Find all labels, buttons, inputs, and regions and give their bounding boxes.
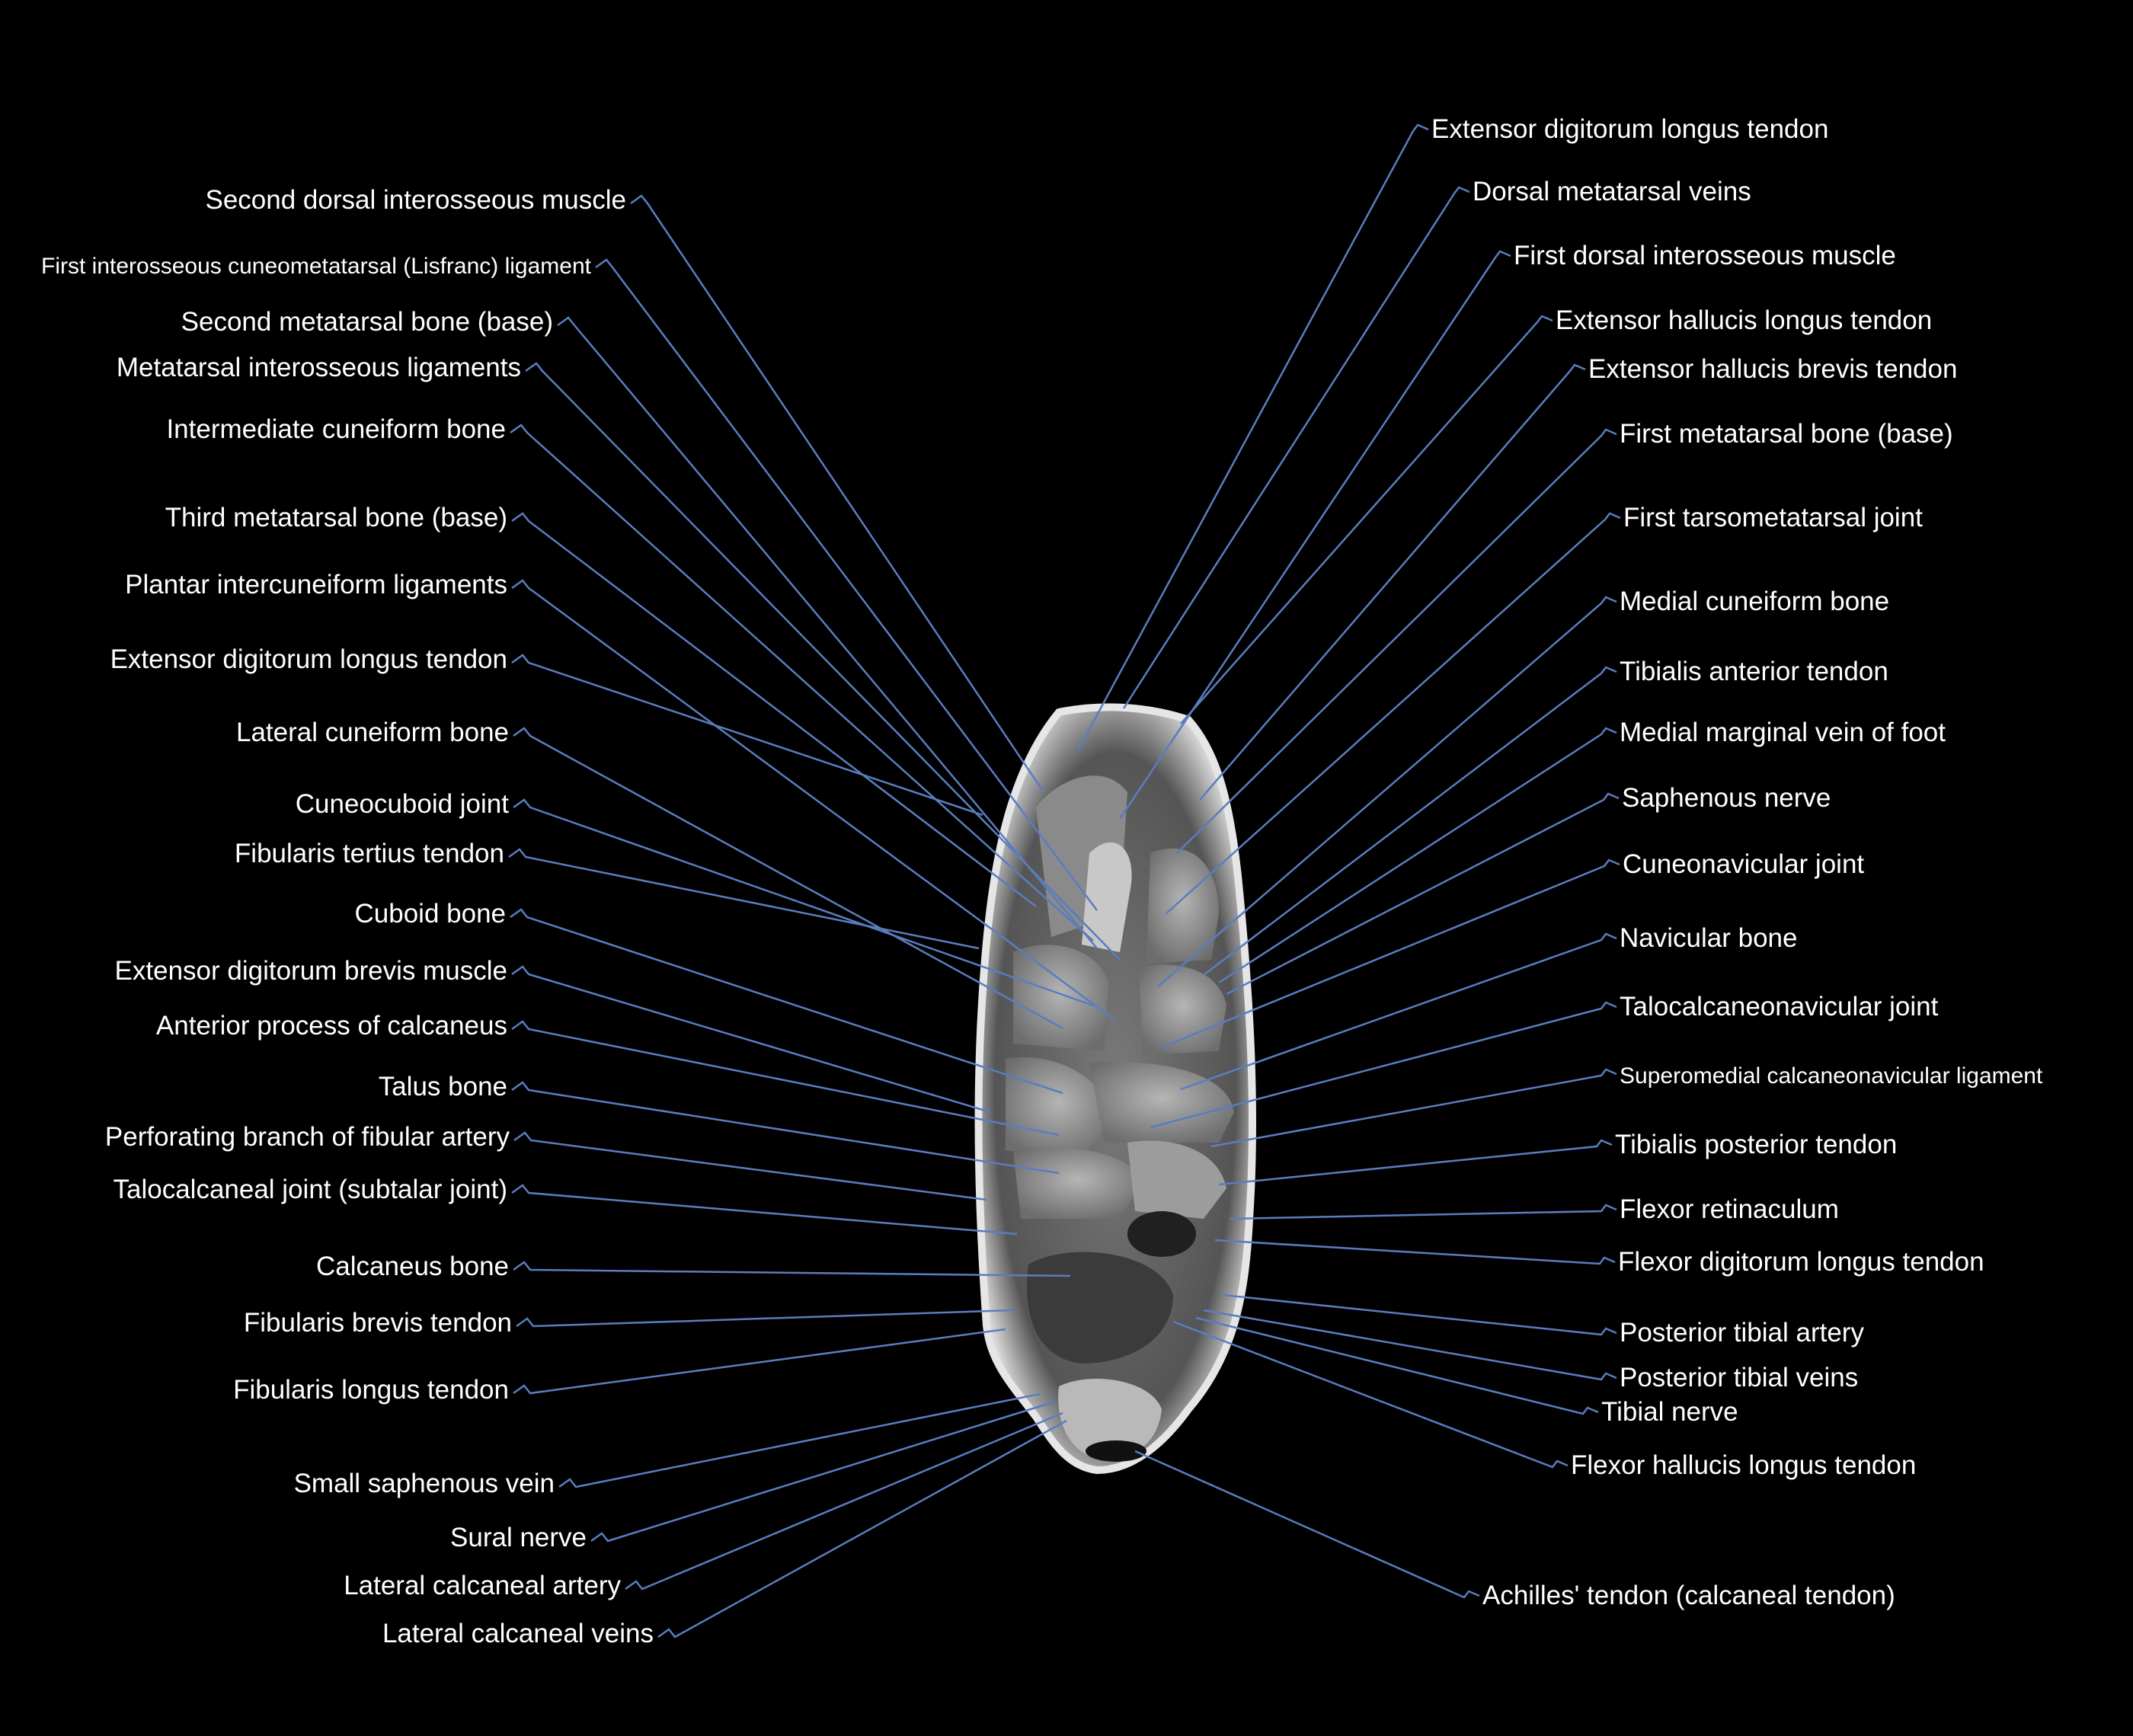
label-posterior-tibial-artery: Posterior tibial artery bbox=[1620, 1318, 1864, 1348]
leader-line bbox=[558, 1392, 1041, 1488]
label-extensor-digitorum-longus-tendon: Extensor digitorum longus tendon bbox=[1431, 114, 1829, 144]
label-fibularis-tertius-tendon: Fibularis tertius tendon bbox=[234, 839, 504, 868]
leader-line bbox=[511, 1081, 1060, 1175]
label-anterior-process-of-calcaneus: Anterior process of calcaneus bbox=[155, 1011, 507, 1041]
leader-line bbox=[516, 1309, 1014, 1328]
label-first-dorsal-interosseous-muscle: First dorsal interosseous muscle bbox=[1514, 241, 1896, 270]
leader-line bbox=[595, 258, 1098, 911]
label-talocalcaneal-joint-subtalar-joint: Talocalcaneal joint (subtalar joint) bbox=[113, 1175, 508, 1204]
label-posterior-tibial-veins: Posterior tibial veins bbox=[1620, 1363, 1859, 1392]
label-plantar-intercuneiform-ligaments: Plantar intercuneiform ligaments bbox=[125, 570, 507, 599]
label-fibularis-brevis-tendon: Fibularis brevis tendon bbox=[243, 1308, 512, 1338]
label-second-metatarsal-bone-base: Second metatarsal bone (base) bbox=[181, 307, 553, 337]
leader-line bbox=[1165, 512, 1621, 915]
leader-line bbox=[1122, 186, 1470, 709]
leader-line bbox=[1195, 1316, 1599, 1415]
label-extensor-hallucis-brevis-tendon: Extensor hallucis brevis tendon bbox=[1588, 354, 1958, 384]
label-second-dorsal-interosseous-muscle: Second dorsal interosseous muscle bbox=[205, 185, 626, 215]
label-sural-nerve: Sural nerve bbox=[450, 1523, 587, 1552]
label-third-metatarsal-bone-base: Third metatarsal bone (base) bbox=[165, 503, 507, 532]
label-medial-cuneiform-bone: Medial cuneiform bone bbox=[1620, 587, 1890, 616]
leader-line bbox=[630, 194, 1045, 793]
label-intermediate-cuneiform-bone: Intermediate cuneiform bone bbox=[166, 414, 506, 444]
leader-line bbox=[513, 1131, 987, 1201]
leader-line bbox=[1210, 1068, 1617, 1148]
leader-line bbox=[1222, 1293, 1617, 1336]
label-lateral-calcaneal-veins: Lateral calcaneal veins bbox=[382, 1619, 654, 1648]
leader-line bbox=[511, 654, 983, 817]
label-superomedial-calcaneonavicular-ligament: Superomedial calcaneonavicular ligament bbox=[1620, 1063, 2043, 1089]
leader-line bbox=[511, 1020, 1060, 1137]
leader-line bbox=[557, 316, 1098, 949]
label-flexor-hallucis-longus-tendon: Flexor hallucis longus tendon bbox=[1571, 1450, 1917, 1480]
label-flexor-retinaculum: Flexor retinaculum bbox=[1620, 1194, 1839, 1224]
leader-line bbox=[1218, 727, 1617, 984]
leader-line bbox=[1180, 315, 1553, 724]
label-navicular-bone: Navicular bone bbox=[1620, 923, 1798, 953]
label-first-metatarsal-bone-base: First metatarsal bone (base) bbox=[1620, 419, 1953, 449]
leader-line bbox=[1118, 250, 1511, 820]
label-first-tarsometatarsal-joint: First tarsometatarsal joint bbox=[1623, 503, 1923, 532]
leader-line bbox=[657, 1419, 1067, 1638]
label-saphenous-nerve: Saphenous nerve bbox=[1622, 783, 1831, 813]
label-achilles-tendon-calcaneal-tendon: Achilles' tendon (calcaneal tendon) bbox=[1482, 1581, 1895, 1610]
label-small-saphenous-vein: Small saphenous vein bbox=[293, 1469, 555, 1498]
leader-line bbox=[1176, 428, 1617, 854]
label-talus-bone: Talus bone bbox=[378, 1072, 507, 1101]
leader-line bbox=[1134, 1450, 1480, 1599]
leader-line bbox=[1214, 1239, 1616, 1265]
leader-line bbox=[1218, 1139, 1613, 1186]
leader-line bbox=[590, 1400, 1056, 1543]
leader-line bbox=[511, 965, 991, 1114]
leader-line bbox=[1230, 1204, 1617, 1220]
label-lateral-calcaneal-artery: Lateral calcaneal artery bbox=[344, 1571, 621, 1600]
leader-line bbox=[1180, 932, 1617, 1091]
label-dorsal-metatarsal-veins: Dorsal metatarsal veins bbox=[1473, 177, 1751, 206]
label-perforating-branch-of-fibular-artery: Perforating branch of fibular artery bbox=[104, 1122, 510, 1152]
label-fibularis-longus-tendon: Fibularis longus tendon bbox=[233, 1375, 509, 1405]
leader-line bbox=[1172, 1320, 1569, 1469]
leader-line bbox=[511, 512, 1037, 907]
label-cuneonavicular-joint: Cuneonavicular joint bbox=[1623, 849, 1865, 879]
leader-line bbox=[513, 798, 1094, 1007]
label-metatarsal-interosseous-ligaments: Metatarsal interosseous ligaments bbox=[116, 353, 521, 382]
leader-line bbox=[625, 1411, 1063, 1591]
leader-line bbox=[1161, 858, 1620, 1049]
leader-line bbox=[1203, 1309, 1617, 1381]
label-medial-marginal-vein-of-foot: Medial marginal vein of foot bbox=[1620, 718, 1946, 747]
leader-line bbox=[513, 1261, 1071, 1277]
leader-line bbox=[510, 424, 1094, 942]
leader-line bbox=[1199, 363, 1586, 801]
leader-line bbox=[513, 1328, 1006, 1395]
leader-line bbox=[1226, 792, 1620, 996]
label-cuneocuboid-joint: Cuneocuboid joint bbox=[295, 789, 509, 819]
label-lateral-cuneiform-bone: Lateral cuneiform bone bbox=[236, 718, 509, 747]
leader-line bbox=[508, 848, 980, 950]
leader-line bbox=[1150, 1001, 1617, 1129]
label-first-interosseous-cuneometatarsal-lisfranc-ligament: First interosseous cuneometatarsal (Lisf… bbox=[41, 254, 591, 279]
leader-lines bbox=[508, 123, 1621, 1638]
label-flexor-digitorum-longus-tendon: Flexor digitorum longus tendon bbox=[1618, 1247, 1984, 1277]
label-talocalcaneonavicular-joint: Talocalcaneonavicular joint bbox=[1620, 992, 1939, 1021]
label-extensor-digitorum-brevis-muscle: Extensor digitorum brevis muscle bbox=[114, 956, 507, 986]
leader-line bbox=[511, 579, 1117, 1022]
label-tibial-nerve: Tibial nerve bbox=[1601, 1397, 1738, 1427]
label-extensor-hallucis-longus-tendon: Extensor hallucis longus tendon bbox=[1556, 305, 1933, 335]
leader-line bbox=[1157, 596, 1617, 987]
label-extensor-digitorum-longus-tendon: Extensor digitorum longus tendon bbox=[110, 644, 507, 674]
label-calcaneus-bone: Calcaneus bone bbox=[316, 1252, 509, 1281]
leader-line bbox=[510, 908, 1063, 1095]
leader-line bbox=[525, 362, 1121, 961]
label-cuboid-bone: Cuboid bone bbox=[354, 899, 507, 929]
leader-line bbox=[1203, 666, 1617, 976]
leader-line bbox=[1076, 123, 1429, 751]
label-tibialis-posterior-tendon: Tibialis posterior tendon bbox=[1615, 1130, 1898, 1159]
leader-line bbox=[513, 727, 1063, 1030]
leader-line bbox=[511, 1184, 1018, 1236]
label-tibialis-anterior-tendon: Tibialis anterior tendon bbox=[1620, 657, 1888, 686]
